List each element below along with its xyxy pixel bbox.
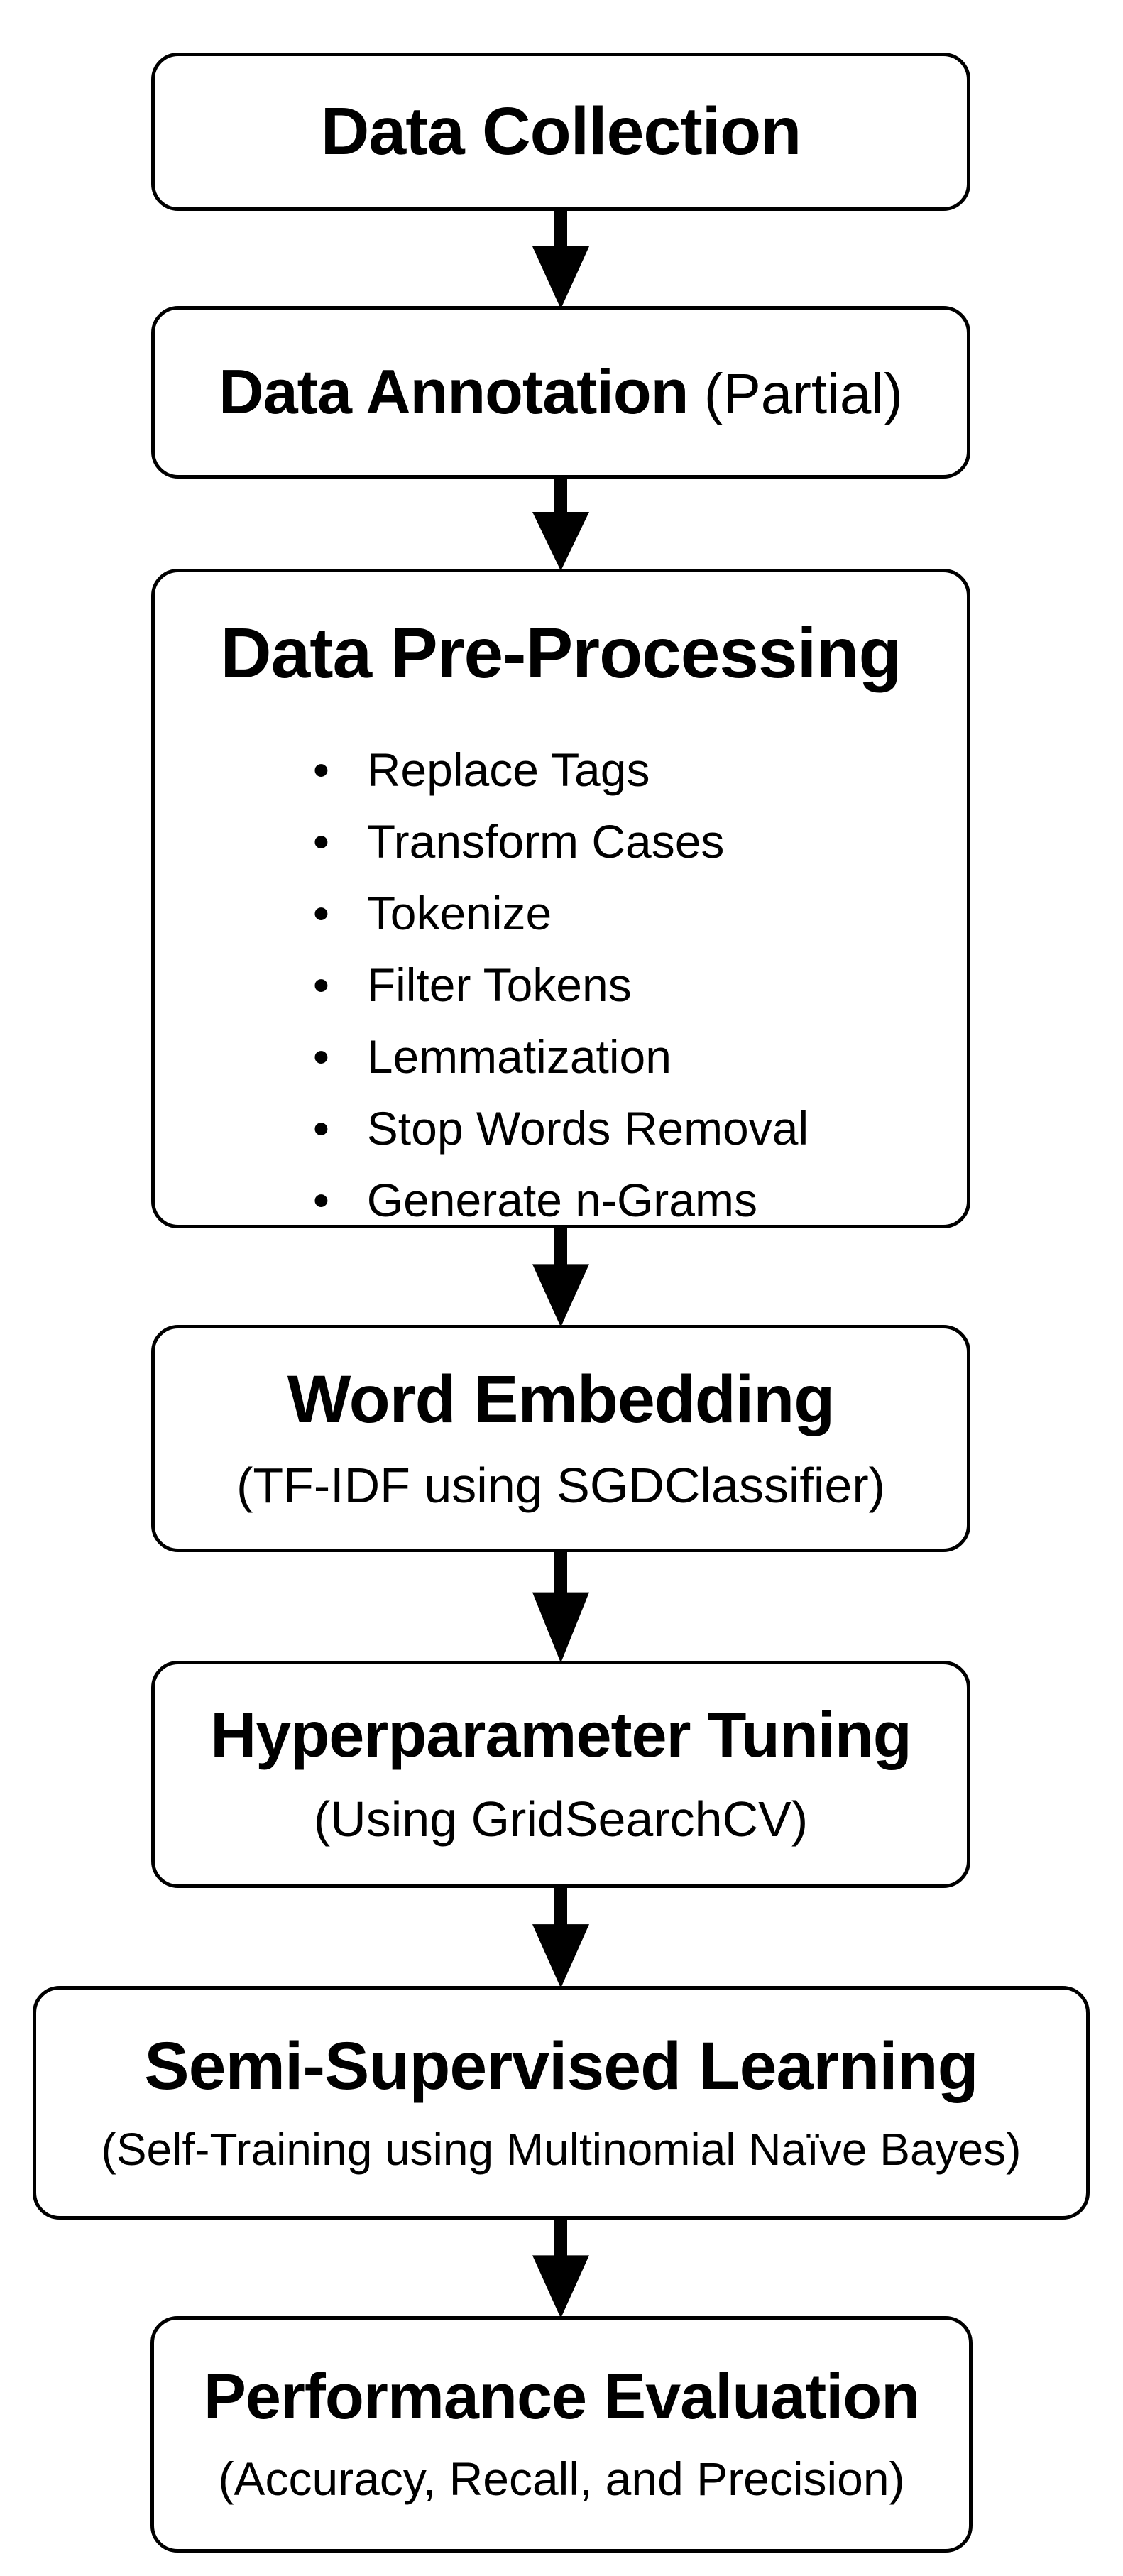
bullet-item: Filter Tokens bbox=[313, 949, 809, 1021]
node-title: Hyperparameter Tuning bbox=[210, 1699, 912, 1771]
down-arrow bbox=[525, 1227, 596, 1327]
down-arrow bbox=[525, 1551, 596, 1663]
flow-node-performance-evaluation: Performance Evaluation (Accuracy, Recall… bbox=[150, 2316, 973, 2553]
flow-node-data-pre-processing: Data Pre-Processing Replace Tags Transfo… bbox=[151, 569, 970, 1228]
node-title-suffix: (Partial) bbox=[703, 362, 903, 426]
bullet-item: Stop Words Removal bbox=[313, 1093, 809, 1164]
node-title: Data Annotation(Partial) bbox=[219, 356, 903, 427]
down-arrow-icon bbox=[532, 477, 589, 571]
bullet-item: Tokenize bbox=[313, 878, 809, 949]
node-title: Performance Evaluation bbox=[203, 2361, 920, 2433]
node-title: Data Pre-Processing bbox=[220, 613, 902, 693]
pre-processing-steps-list: Replace Tags Transform Cases Tokenize Fi… bbox=[313, 734, 809, 1236]
down-arrow-icon bbox=[532, 2218, 589, 2318]
node-subtitle: (TF-IDF using SGDClassifier) bbox=[236, 1458, 885, 1514]
down-arrow bbox=[525, 477, 596, 571]
down-arrow bbox=[525, 209, 596, 309]
flow-node-data-collection: Data Collection bbox=[151, 53, 970, 211]
bullet-item: Replace Tags bbox=[313, 734, 809, 806]
bullet-item: Generate n-Grams bbox=[313, 1164, 809, 1236]
node-title: Data Collection bbox=[320, 94, 801, 170]
flow-node-hyperparameter-tuning: Hyperparameter Tuning (Using GridSearchC… bbox=[151, 1661, 970, 1888]
bullet-item: Transform Cases bbox=[313, 806, 809, 878]
down-arrow bbox=[525, 2218, 596, 2318]
bullet-item: Lemmatization bbox=[313, 1021, 809, 1093]
node-subtitle: (Using GridSearchCV) bbox=[313, 1791, 809, 1848]
node-subtitle: (Accuracy, Recall, and Precision) bbox=[218, 2452, 905, 2506]
flow-node-word-embedding: Word Embedding (TF-IDF using SGDClassifi… bbox=[151, 1325, 970, 1552]
node-title-text: Data Annotation bbox=[219, 356, 689, 427]
down-arrow-icon bbox=[532, 1887, 589, 1988]
flow-node-semi-supervised-learning: Semi-Supervised Learning (Self-Training … bbox=[33, 1986, 1090, 2220]
down-arrow-icon bbox=[532, 1551, 589, 1663]
down-arrow-icon bbox=[532, 1227, 589, 1327]
node-title: Word Embedding bbox=[287, 1361, 836, 1437]
down-arrow-icon bbox=[532, 209, 589, 309]
down-arrow bbox=[525, 1887, 596, 1988]
node-subtitle: (Self-Training using Multinomial Naïve B… bbox=[101, 2124, 1021, 2176]
node-title: Semi-Supervised Learning bbox=[144, 2028, 978, 2104]
flow-node-data-annotation: Data Annotation(Partial) bbox=[151, 306, 970, 479]
